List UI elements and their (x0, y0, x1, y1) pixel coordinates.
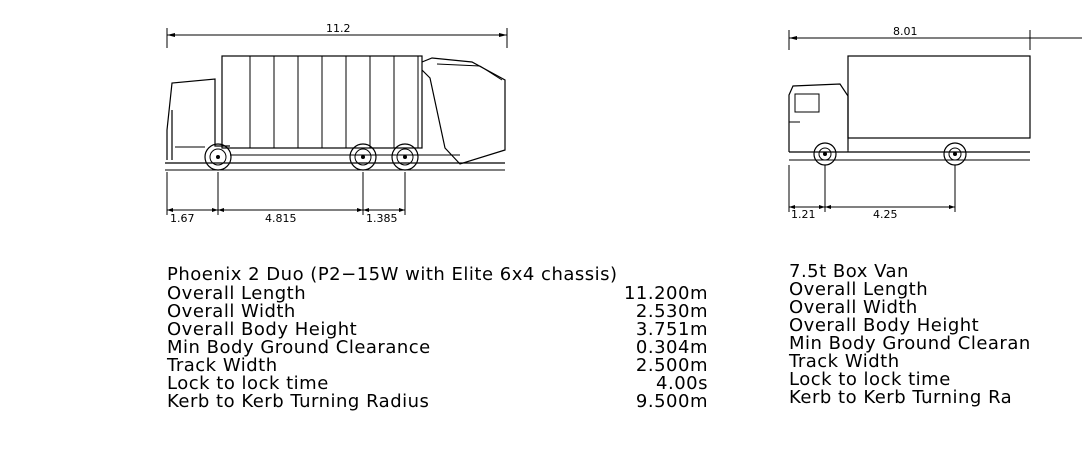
truck-spec-label: Overall Width (167, 301, 296, 322)
truck-spec-value: 3.751m (636, 319, 708, 340)
van-spec-label: Track Width (788, 351, 900, 372)
truck-axle-dimensions: 1.67 4.815 1.385 (166, 172, 406, 225)
van-front-overhang-label: 1.21 (791, 208, 816, 221)
truck-spec-value: 4.00s (656, 373, 708, 394)
truck-spec-label: Track Width (166, 355, 278, 376)
truck-rear-wheel-1 (349, 143, 377, 171)
truck-front-overhang-label: 1.67 (170, 212, 195, 225)
truck-overall-dim-label: 11.2 (326, 22, 351, 35)
van-front-wheel (813, 142, 837, 166)
van-spec-label: Overall Length (789, 279, 928, 300)
box-van: 8.01 (788, 25, 1082, 408)
truck-spec-value: 2.530m (636, 301, 708, 322)
van-overall-dim-label: 8.01 (893, 25, 918, 38)
truck-spec-label: Lock to lock time (167, 373, 329, 394)
truck-rear-wheel-2 (391, 143, 419, 171)
van-wheelbase-label: 4.25 (873, 208, 898, 221)
truck-spec-label: Overall Length (167, 283, 306, 304)
van-spec-label: Lock to lock time (789, 369, 951, 390)
van-axle-dimensions: 1.21 4.25 (788, 165, 956, 221)
truck-spec-label: Kerb to Kerb Turning Radius (167, 391, 429, 412)
refuse-truck: 11.2 (165, 22, 708, 412)
van-spec-title: 7.5t Box Van (789, 261, 909, 282)
van-rear-wheel (943, 142, 967, 166)
van-spec-label: Min Body Ground Clearan (789, 333, 1031, 354)
truck-spec-value: 0.304m (636, 337, 708, 358)
van-spec-label: Kerb to Kerb Turning Ra (789, 387, 1012, 408)
van-cab (788, 83, 849, 152)
truck-front-wheel (204, 143, 232, 171)
truck-spec-label: Overall Body Height (167, 319, 357, 340)
truck-rear-axle-gap-label: 1.385 (366, 212, 398, 225)
truck-spec-value: 2.500m (636, 355, 708, 376)
truck-body (221, 55, 506, 165)
truck-overall-length-dimension: 11.2 (166, 22, 508, 48)
van-box-body (847, 55, 1031, 139)
truck-specs: Phoenix 2 Duo (P2−15W with Elite 6x4 cha… (166, 264, 708, 412)
truck-spec-title: Phoenix 2 Duo (P2−15W with Elite 6x4 cha… (167, 264, 618, 285)
van-spec-label: Overall Width (789, 297, 918, 318)
truck-spec-value: 11.200m (624, 283, 708, 304)
van-specs: 7.5t Box Van Overall Length Overall Widt… (788, 261, 1031, 408)
van-overall-length-dimension: 8.01 (788, 25, 1082, 50)
van-spec-label: Overall Body Height (789, 315, 979, 336)
truck-spec-value: 9.500m (636, 391, 708, 412)
truck-cab (166, 78, 230, 160)
truck-wheelbase-label: 4.815 (265, 212, 297, 225)
truck-spec-label: Min Body Ground Clearance (167, 337, 431, 358)
